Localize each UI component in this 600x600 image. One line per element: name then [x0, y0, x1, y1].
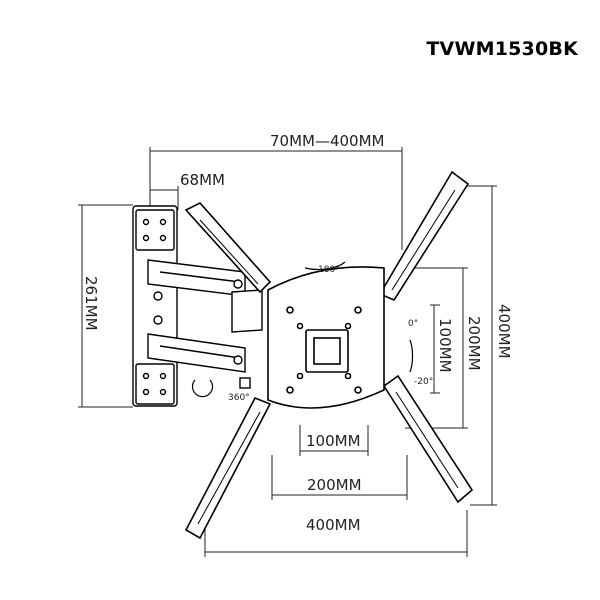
rotation-arrows: [191, 261, 414, 398]
dim-vesa-v-medium: 200MM: [465, 316, 483, 371]
dim-wall-plate-width: 68MM: [180, 171, 225, 189]
dim-vesa-h-small: 100MM: [306, 432, 361, 450]
dim-vesa-v-large: 400MM: [495, 304, 513, 359]
dim-vesa-h-medium: 200MM: [307, 476, 362, 494]
swing-arms: [147, 259, 263, 389]
dim-wall-plate-height: 261MM: [82, 276, 100, 331]
swivel-360-label: 360°: [228, 393, 250, 403]
wall-plate: [132, 205, 178, 407]
arm-slots: [197, 189, 459, 525]
tilt-down-label: -20°: [414, 377, 433, 387]
center-plate: [267, 266, 385, 409]
dim-arm-extension: 70MM—400MM: [270, 132, 385, 150]
model-number: TVWM1530BK: [426, 38, 578, 60]
dimension-lines: [78, 147, 497, 557]
tilt-up-label: 0°: [408, 319, 418, 329]
rotate-180-label: 180°: [318, 265, 340, 275]
dim-vesa-v-small: 100MM: [436, 318, 454, 373]
dim-vesa-h-large: 400MM: [306, 516, 361, 534]
